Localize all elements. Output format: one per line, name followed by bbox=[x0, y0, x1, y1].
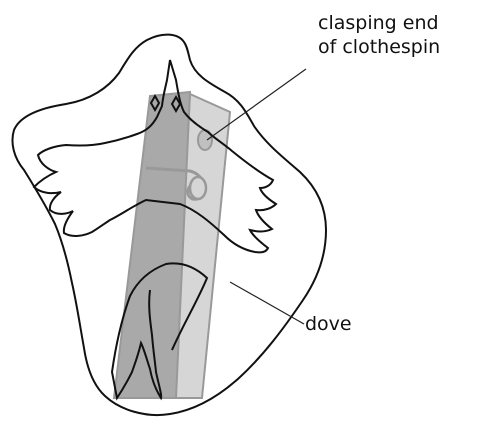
dove-leader-line bbox=[230, 282, 304, 324]
clasping-end-label-line2: of clothespin bbox=[318, 35, 440, 59]
clasping-end-label-line1: clasping end bbox=[318, 11, 440, 35]
clothespin-spring-coil bbox=[190, 177, 206, 199]
dove-label: dove bbox=[305, 312, 352, 336]
clasping-end-label: clasping end of clothespin bbox=[318, 11, 440, 59]
